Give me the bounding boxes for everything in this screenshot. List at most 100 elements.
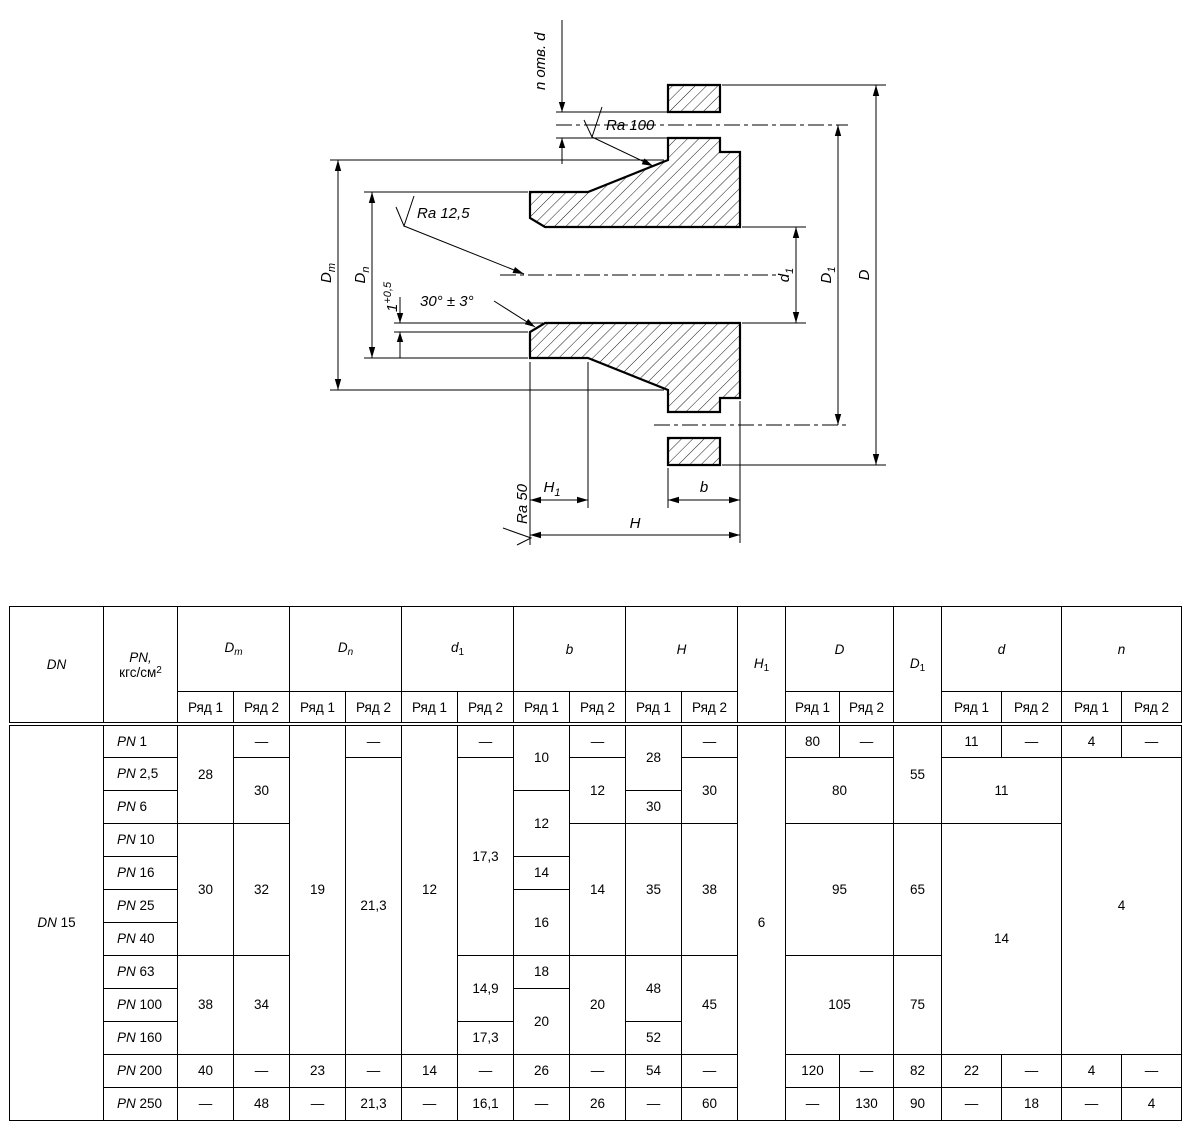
value-cell: 95 [785,822,895,956]
value-cell: 20 [513,987,571,1055]
flange-drawing: nотв.d Ra 100 Ra 12,5 30° ± 3° [318,20,886,546]
value-cell: 22 [941,1053,1003,1088]
value-cell: 4 [1061,723,1123,758]
header-cell: Dn [289,606,402,692]
label-d1: d1 [776,268,796,282]
value-cell: 4 [1061,756,1183,1055]
dim-Dm: Dm [318,159,664,391]
flange-rim-above-hole [666,83,722,114]
pn-cell: PN 10 [103,822,178,857]
label-n-holes: nотв.d [532,32,549,90]
value-cell: 14 [513,855,571,890]
value-cell: — [289,1086,346,1121]
centerlines [500,124,848,426]
roughness-ra50: Ra 50 [502,483,533,546]
value-cell: 80 [785,723,841,758]
value-cell: — [345,1053,402,1088]
value-cell: 48 [625,954,683,1022]
value-cell: 90 [893,1086,943,1121]
label-Dm: Dm [318,263,338,283]
value-cell: 30 [625,789,683,824]
pn-cell: PN 250 [103,1086,178,1121]
table-row: PN 25 16 [10,888,1182,956]
value-cell: 14 [941,822,1063,1055]
header-cell: Ряд 1 [401,691,458,726]
dn-cell: DN 15 [9,723,104,1121]
value-cell: — [839,723,895,758]
value-cell: 14,9 [456,954,515,1022]
label-D: D [856,269,873,280]
value-cell: — [401,1086,458,1121]
value-cell: 130 [839,1086,895,1121]
value-cell: — [1001,1053,1063,1088]
value-cell: 34 [233,954,290,1055]
value-cell: — [839,1053,895,1088]
value-cell: 16 [513,888,571,956]
value-cell: 11 [941,756,1063,824]
value-cell: 48 [233,1086,290,1121]
value-cell: — [681,723,739,758]
pn-cell: PN 25 [103,888,178,923]
header-cell: Ряд 2 [233,691,290,726]
dim-bolt-holes: nотв.d [532,20,668,164]
angle-callout: 30° ± 3° [420,293,536,328]
flange-body [528,83,742,467]
value-cell: — [1121,723,1183,758]
header-cell: Ряд 2 [456,691,515,726]
dim-H: H [530,515,740,539]
value-cell: — [681,1053,739,1088]
flange-rim-below-hole [666,436,722,467]
label-angle: 30° ± 3° [420,293,474,310]
value-cell: 35 [625,822,683,956]
value-cell: — [456,1053,515,1088]
value-cell: 38 [681,822,739,956]
value-cell: — [569,1053,627,1088]
value-cell: 26 [513,1053,571,1088]
label-b: b [700,479,708,496]
value-cell: 6 [737,723,787,1121]
header-cell: DN [9,606,104,726]
dim-H1: H1 [529,362,589,545]
label-ra100: Ra 100 [606,117,655,134]
value-cell: — [785,1086,841,1121]
value-cell: — [1061,1086,1123,1121]
value-cell: 120 [785,1053,841,1088]
value-cell: — [513,1086,571,1121]
value-cell: 21,3 [345,1086,402,1121]
roughness-ra125: Ra 12,5 [395,195,525,275]
value-cell: 75 [893,954,943,1055]
header-cell: Ряд 1 [1061,691,1123,726]
header-cell: Ряд 2 [1121,691,1183,726]
header-cell: Ряд 2 [345,691,402,726]
value-cell: — [625,1086,683,1121]
value-cell: 65 [893,822,943,956]
value-cell: 30 [681,756,739,824]
label-H: H [630,515,641,532]
label-ra125: Ra 12,5 [417,205,470,222]
value-cell: — [177,1086,234,1121]
header-cell: PN,кгс/см2 [103,606,178,726]
header-cell: Ряд 1 [177,691,234,726]
value-cell: — [456,723,515,758]
header-cell: Ряд 2 [839,691,895,726]
header-cell: Ряд 1 [513,691,571,726]
value-cell: — [941,1086,1003,1121]
label-D1: D1 [818,267,838,284]
value-cell: 19 [289,723,346,1055]
pn-cell: PN 40 [103,921,178,956]
header-cell: b [513,606,627,692]
value-cell: 12 [401,723,458,1055]
dim-D1: D1 [818,125,842,425]
value-cell: 55 [893,723,943,824]
